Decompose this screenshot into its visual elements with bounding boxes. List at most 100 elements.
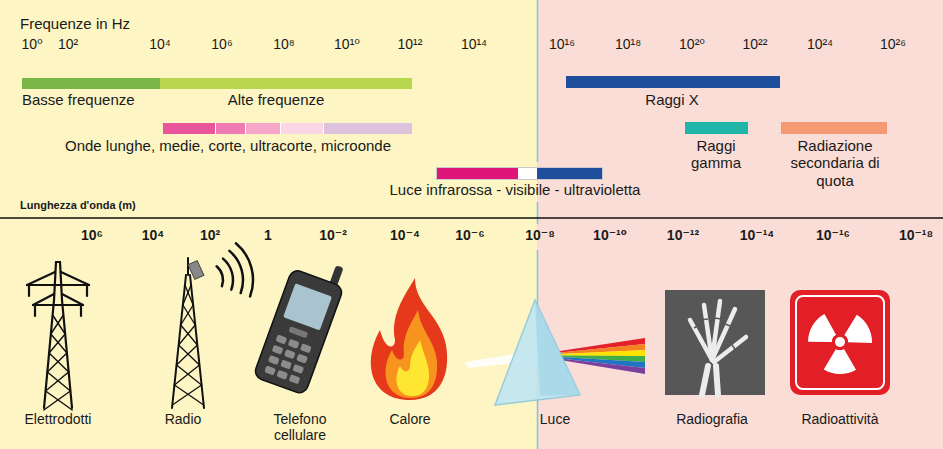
power-pylon-part <box>61 272 89 285</box>
band-label: Radiazione secondaria di quota <box>779 137 891 189</box>
band-segment <box>160 78 412 89</box>
frequency-value: 10¹⁰ <box>334 36 360 52</box>
radiation-sign-part <box>835 337 845 347</box>
x-ray-image-part-part <box>725 324 733 327</box>
frequency-value: 10²⁶ <box>880 36 906 52</box>
band-segment <box>163 123 215 134</box>
prism-part-part <box>560 350 645 356</box>
spectrum-band: Radiazione secondaria di quota <box>781 122 887 134</box>
mobile-phone-part-part <box>292 364 304 374</box>
prism <box>465 300 645 405</box>
spectrum-band: Basse frequenze <box>22 78 160 89</box>
wavelength-value: 10⁻⁴ <box>390 227 420 243</box>
frequency-value: 10²⁴ <box>807 36 833 52</box>
spectrum-band: Raggi gamma <box>685 122 748 134</box>
mobile-phone-part <box>264 334 312 384</box>
radio-tower-part-part <box>183 305 195 325</box>
power-pylon-part <box>86 285 88 296</box>
band-label: Alte frequenze <box>228 91 325 108</box>
spectrum-band: Onde lunghe, medie, corte, ultracorte, m… <box>163 123 412 134</box>
radiation-sign-part <box>813 315 868 370</box>
power-pylon-part <box>56 261 60 263</box>
band-segment <box>215 123 245 134</box>
radio-tower-part-part <box>181 325 198 345</box>
radio-tower-part-part <box>183 285 191 305</box>
power-pylon-part-part <box>46 391 73 410</box>
power-pylon-part-part <box>46 372 69 391</box>
power-pylon-part <box>28 285 30 296</box>
radio-tower-part <box>223 259 233 290</box>
band-segment <box>22 78 160 89</box>
band-label: Raggi X <box>645 91 698 108</box>
x-ray-image-part-part <box>731 343 736 351</box>
x-ray-image-part-part <box>694 324 701 328</box>
radio-tower <box>172 243 253 408</box>
mobile-phone-part-part <box>296 354 308 364</box>
band-label: Raggi gamma <box>680 137 752 172</box>
wavelength-value: 10⁴ <box>142 227 165 243</box>
power-pylon-part <box>33 304 83 306</box>
radio-tower-part-part <box>179 325 196 345</box>
band-bar <box>685 122 748 134</box>
power-pylon-part <box>33 294 54 305</box>
background-part <box>537 202 539 224</box>
spectrum-band: Raggi X <box>566 76 780 88</box>
power-pylon-part-part <box>51 315 64 334</box>
frequency-value: 10⁶ <box>211 36 232 52</box>
x-ray-image-part-part <box>714 337 746 362</box>
power-pylon-part <box>34 305 36 316</box>
band-label: Onde lunghe, medie, corte, ultracorte, m… <box>65 137 391 154</box>
band-bar <box>163 123 412 134</box>
wavelength-axis <box>0 218 943 219</box>
background-part <box>537 0 539 162</box>
power-pylon <box>27 262 89 410</box>
icon-caption: Calore <box>389 411 430 427</box>
radio-tower-part-part <box>174 385 203 405</box>
power-pylon-part <box>62 294 83 305</box>
mobile-phone-part-part <box>284 349 296 359</box>
mobile-phone-part <box>253 268 344 395</box>
radio-tower-part-part <box>179 345 200 365</box>
power-pylon-part-part <box>44 391 71 410</box>
power-pylon-part-part <box>47 353 67 372</box>
icon-caption: Radiografia <box>676 411 748 427</box>
frequency-value: 10¹⁴ <box>461 36 487 52</box>
x-ray-image-part-part <box>714 318 722 319</box>
radiation-sign-part <box>796 296 884 389</box>
power-pylon-part-part <box>47 372 70 391</box>
wavelength-value: 10⁻⁸ <box>525 227 555 243</box>
x-ray-image-part-part <box>716 366 718 395</box>
frequency-value: 10² <box>58 36 78 52</box>
x-ray-image-part <box>694 318 736 351</box>
mobile-phone-part-part <box>275 334 287 344</box>
prism-part <box>495 300 580 405</box>
flame-part <box>386 310 438 398</box>
icon-caption: Radioattività <box>801 411 878 427</box>
power-pylon-part-part <box>49 353 69 372</box>
band-label: Basse frequenze <box>22 91 135 108</box>
band-segment <box>781 122 887 134</box>
radio-tower-part-part <box>174 365 199 385</box>
mobile-phone-part-part <box>300 343 312 353</box>
band-segment <box>323 123 412 134</box>
radio-tower-part-part <box>181 305 193 325</box>
axis-title: Frequenze in Hz <box>20 15 130 32</box>
frequency-value: 10¹⁸ <box>615 36 641 52</box>
mobile-phone-part-part <box>280 360 292 370</box>
band-segment <box>245 123 280 134</box>
band-segment <box>566 76 780 88</box>
spectrum-band: Alte frequenze <box>160 78 412 89</box>
prism-part <box>560 338 645 374</box>
band-segment <box>518 168 537 179</box>
mobile-phone <box>253 251 350 395</box>
mobile-phone-part <box>288 326 308 338</box>
wavelength-value: 10⁻¹⁸ <box>899 227 933 243</box>
flame-part <box>396 340 429 396</box>
power-pylon-part-part <box>53 315 66 334</box>
power-pylon-part <box>44 315 72 410</box>
frequency-value: 10²² <box>743 36 768 52</box>
wavelength-value: 1 <box>264 227 272 243</box>
wavelength-value: 10⁻⁶ <box>455 227 484 243</box>
mobile-phone-part-part <box>268 355 280 365</box>
